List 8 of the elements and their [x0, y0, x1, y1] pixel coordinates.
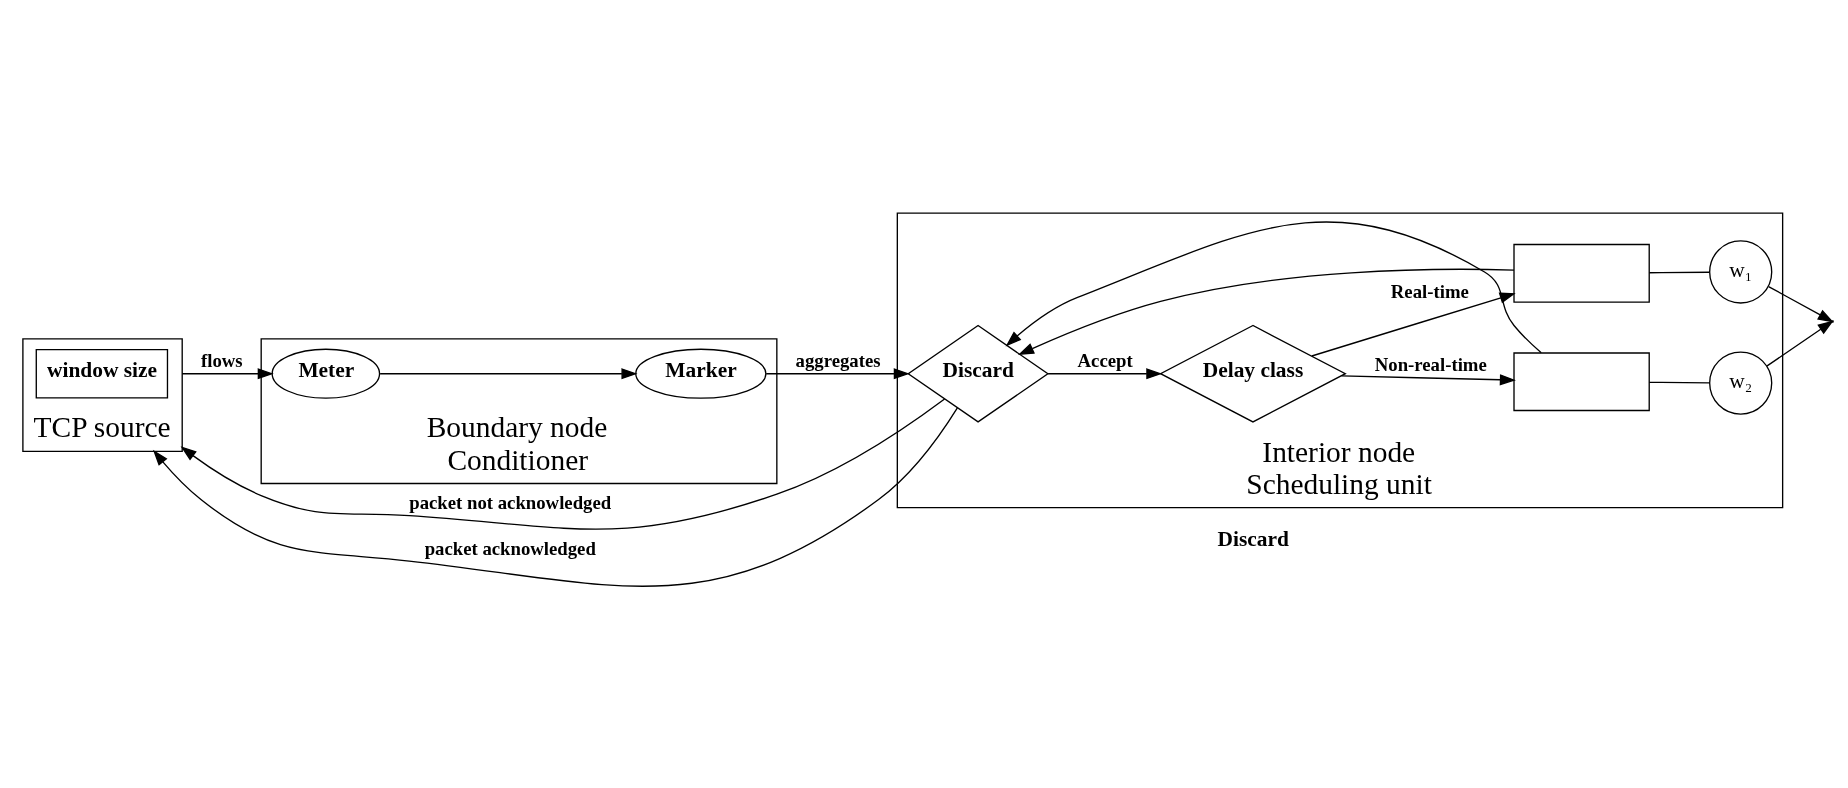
- edge-label: aggregates: [795, 349, 881, 371]
- edge-label: packet not acknowledged: [409, 491, 612, 513]
- edge-label: packet acknowledged: [424, 537, 596, 559]
- label: Discard: [1217, 526, 1289, 551]
- edge-label: Non-real-time: [1374, 353, 1487, 375]
- edge-label: flows: [200, 349, 243, 371]
- edge-label: Accept: [1077, 349, 1133, 371]
- edge-label: Real-time: [1390, 280, 1469, 302]
